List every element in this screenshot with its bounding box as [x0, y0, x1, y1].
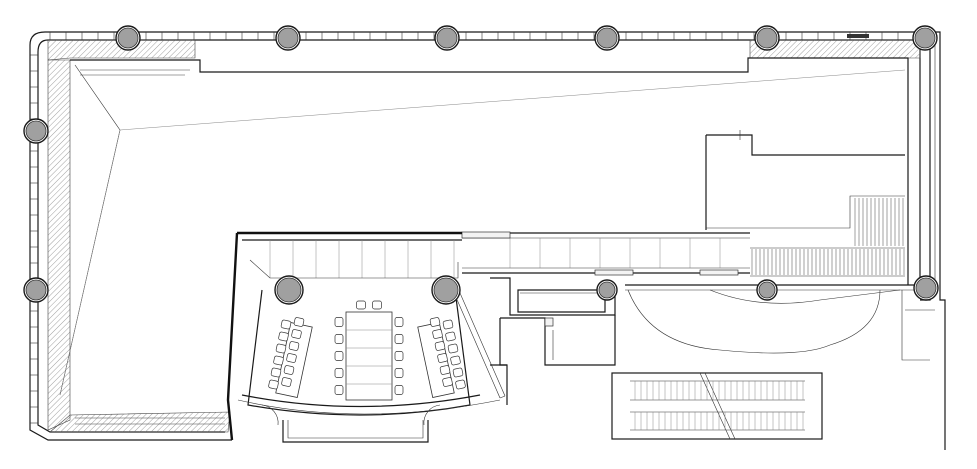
column-icon [431, 275, 461, 305]
chair-icon [442, 319, 454, 330]
column-icon [756, 279, 778, 301]
column-icon [115, 25, 141, 51]
column-icon [594, 25, 620, 51]
chair-icon [394, 334, 404, 344]
chair-icon [281, 377, 292, 387]
chair-icon [394, 385, 404, 395]
upper-level-outline [59, 57, 909, 425]
column-icon [596, 279, 618, 301]
column-icon [275, 25, 301, 51]
stair-northwest [80, 69, 190, 76]
column-icon [434, 25, 460, 51]
chair-icon [291, 329, 302, 339]
conference-table [345, 311, 393, 401]
chair-icon [283, 365, 295, 375]
chair-icon [275, 343, 287, 354]
chair-icon [437, 353, 448, 363]
chair-icon [334, 351, 344, 361]
corridor-bridge [461, 231, 750, 276]
column-icon [913, 275, 939, 301]
conference-furniture [268, 300, 466, 401]
service-rooms [490, 277, 616, 405]
chair-icon [442, 377, 453, 387]
columns [23, 25, 939, 305]
east-stair-lower-treads [751, 249, 905, 275]
chair-icon [268, 379, 279, 390]
chair-icon [445, 331, 456, 342]
chair-icon [334, 317, 344, 327]
chair-icon [394, 317, 404, 327]
escalators [611, 372, 823, 440]
chair-icon [273, 355, 284, 366]
column-icon [23, 277, 49, 303]
building-envelope [29, 31, 946, 450]
meeting-room [226, 231, 506, 443]
chair-icon [394, 351, 404, 361]
chair-icon [356, 300, 366, 310]
chair-icon [286, 353, 297, 363]
chair-icon [270, 367, 282, 378]
chair-icon [334, 334, 344, 344]
chair-icon [450, 355, 461, 366]
chair-icon [455, 379, 466, 390]
chair-icon [372, 300, 382, 310]
column-icon [23, 118, 49, 144]
west-mullions [30, 54, 38, 424]
chair-icon [447, 343, 459, 354]
column-icon [754, 25, 780, 51]
column-icon [912, 25, 938, 51]
chair-icon [334, 385, 344, 395]
chair-icon [434, 341, 446, 351]
east-stair-block [705, 130, 905, 277]
chair-icon [439, 365, 451, 375]
chair-icon [432, 329, 443, 339]
chair-icon [293, 317, 305, 327]
stair-southwest [75, 417, 225, 425]
lobby-curve [625, 284, 935, 361]
column-icon [274, 275, 304, 305]
north-mullions [49, 32, 915, 40]
chair-icon [278, 331, 289, 342]
chair-icon [452, 367, 464, 378]
chair-icon [280, 319, 292, 330]
chair-icon [288, 341, 300, 351]
east-stair-treads [854, 198, 904, 246]
chair-icon [334, 368, 344, 378]
chair-icon [394, 368, 404, 378]
chair-icon [429, 317, 441, 327]
